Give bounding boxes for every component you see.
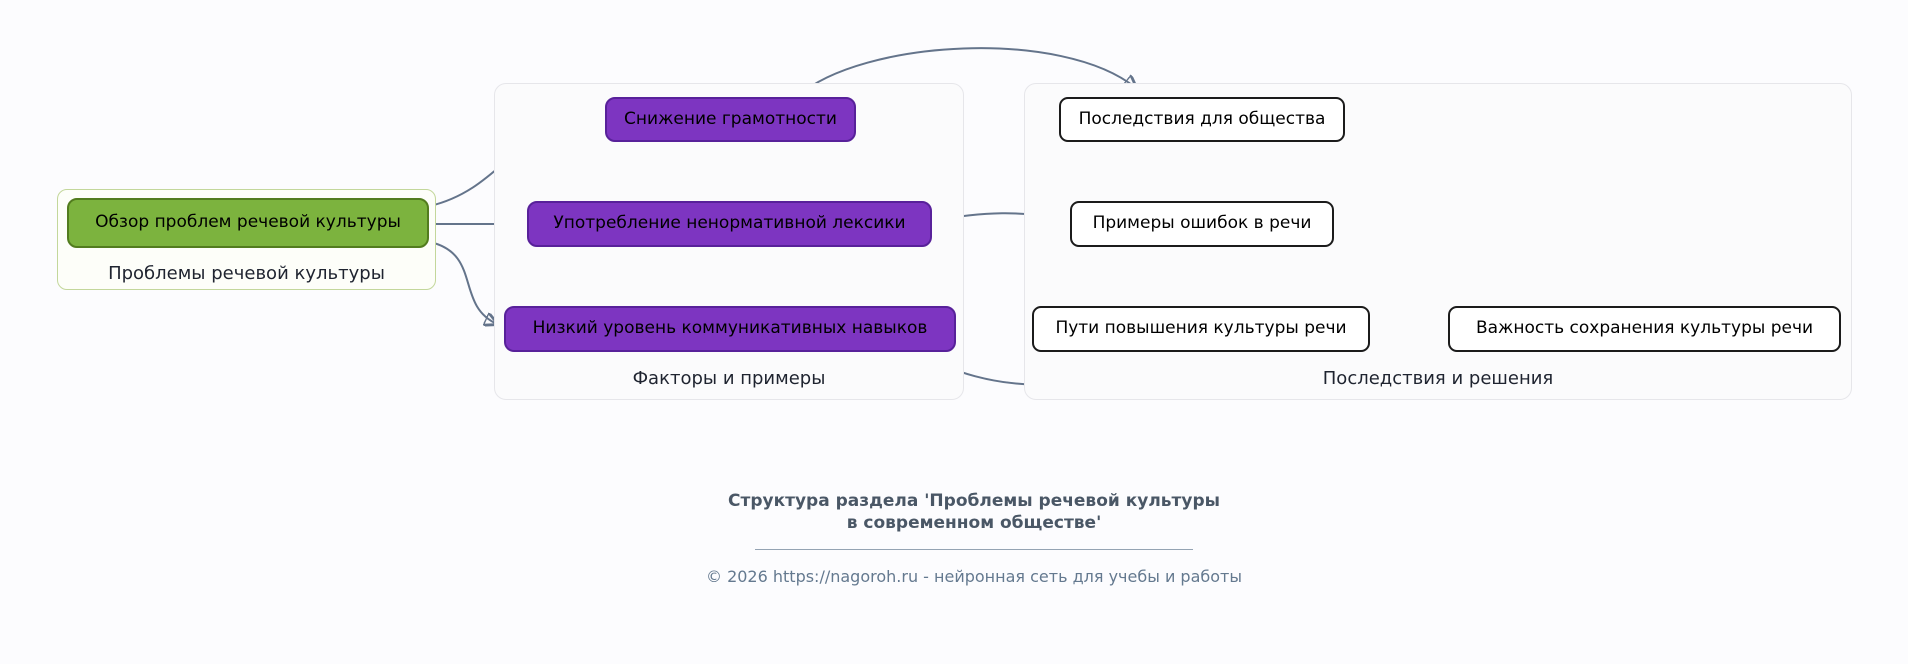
section-title-line2: в современном обществе': [846, 513, 1102, 533]
edge-overview-to-communication-skills: [429, 241, 497, 324]
node-society-consequences: Последствия для общества: [1059, 97, 1345, 142]
section-divider: [755, 549, 1193, 550]
node-literacy-decline: Снижение грамотности: [605, 97, 856, 142]
section-title-line1: Структура раздела 'Проблемы речевой куль…: [727, 491, 1220, 511]
node-profanity-use: Употребление ненормативной лексики: [527, 201, 932, 247]
node-low-communication-skills: Низкий уровень коммуникативных навыков: [504, 306, 956, 352]
group-problems-label: Проблемы речевой культуры: [108, 263, 385, 284]
node-ways-to-improve: Пути повышения культуры речи: [1032, 306, 1370, 352]
group-consequences-label: Последствия и решения: [1322, 368, 1554, 389]
group-factors-label: Факторы и примеры: [632, 368, 826, 389]
section-title: Структура раздела 'Проблемы речевой куль…: [574, 490, 1374, 534]
node-overview: Обзор проблем речевой культуры: [67, 198, 429, 248]
node-speech-error-examples: Примеры ошибок в речи: [1070, 201, 1334, 247]
node-importance-of-preservation: Важность сохранения культуры речи: [1448, 306, 1841, 352]
copyright-text: © 2026 https://nagoroh.ru - нейронная се…: [705, 567, 1242, 586]
